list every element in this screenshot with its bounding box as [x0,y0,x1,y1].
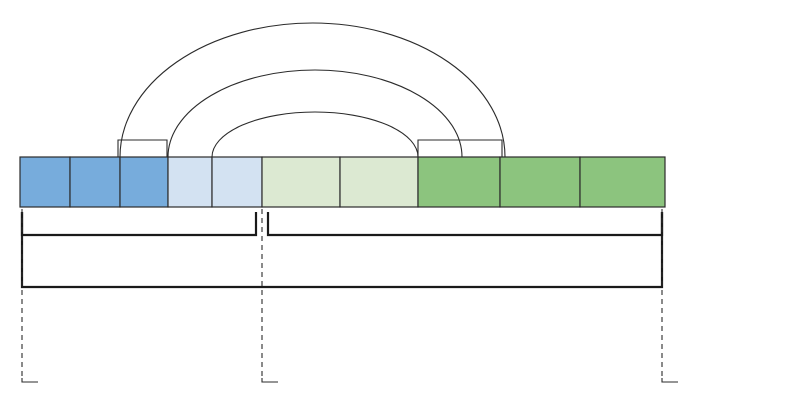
cell-keyid-zero-first-rect[interactable] [417,156,501,208]
bracket-status-bytes-path [20,212,258,237]
cell-status-s0[interactable] [211,156,263,208]
cell-keyid-id1-rect[interactable] [339,156,419,208]
cell-status-0x80-last[interactable] [119,156,169,208]
arc-slot-0 [211,111,419,158]
offset-marker-8-k [661,209,678,383]
offset-marker-0 [21,209,38,383]
arc-slot-1 [167,69,463,158]
cell-keyid-zero-last[interactable] [579,156,666,208]
cell-status-s1-rect[interactable] [167,156,213,208]
block-cells-group [19,156,666,208]
offset-marker-8 [261,209,278,383]
bracket-key-ids-path [266,212,664,237]
cell-keyid-ellipsis-rect[interactable] [499,156,581,208]
cell-keyid-zero-last-rect[interactable] [579,156,666,208]
arc-slot-0-path [211,111,419,158]
bracket-k-bits-path [417,139,503,157]
offset-marker-0-elbow [21,378,38,383]
group-brackets-group [20,212,664,289]
cell-status-ellipsis-rect[interactable] [69,156,121,208]
bracket-block [20,212,664,289]
cell-status-0x80-first-rect[interactable] [19,156,71,208]
offset-markers-group [21,209,678,383]
cell-keyid-id0[interactable] [261,156,341,208]
bit-brackets-group [117,139,503,157]
bracket-status-bytes [20,212,258,237]
bracket-key-ids [266,212,664,237]
cell-keyid-id1[interactable] [339,156,419,208]
bracket-8-bits-path [117,139,168,157]
cell-status-s1[interactable] [167,156,213,208]
arc-slot-2 [119,22,506,158]
cell-keyid-id0-rect[interactable] [261,156,341,208]
bracket-8-bits [117,139,168,157]
cell-keyid-ellipsis[interactable] [499,156,581,208]
cell-keyid-zero-first[interactable] [417,156,501,208]
bracket-block-path [20,212,664,289]
cell-status-ellipsis[interactable] [69,156,121,208]
cell-status-s0-rect[interactable] [211,156,263,208]
cell-status-0x80-first[interactable] [19,156,71,208]
offset-marker-8-k-elbow [661,378,678,383]
arc-slot-2-path [119,22,506,158]
cell-status-0x80-last-rect[interactable] [119,156,169,208]
offset-marker-8-elbow [261,378,278,383]
arc-slot-1-path [167,69,463,158]
bracket-k-bits [417,139,503,157]
slot-arcs-group [119,22,506,158]
